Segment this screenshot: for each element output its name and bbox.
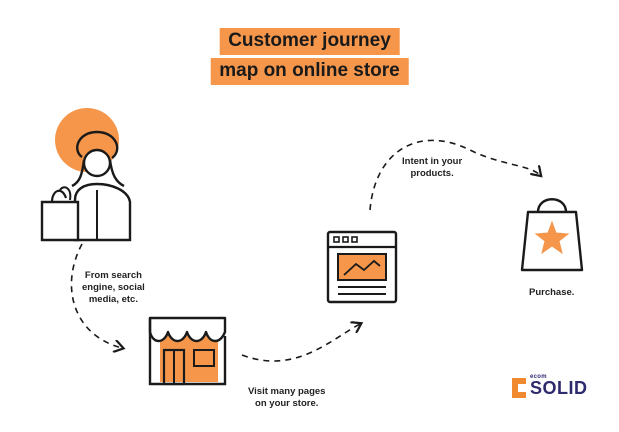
ecom-solid-logo: ecom SOLID [511, 374, 587, 400]
logo-main-text: SOLID [530, 378, 588, 398]
step-label-search: From search engine, social media, etc. [82, 270, 145, 305]
shopper-icon [40, 108, 132, 242]
step-label-purchase: Purchase. [529, 287, 575, 298]
logo-small-text: ecom [530, 374, 547, 380]
shopping-bag-star-icon [520, 198, 584, 272]
connector-2 [241, 324, 360, 362]
step-label-visit: Visit many pages on your store. [248, 386, 326, 409]
storefront-icon [148, 316, 227, 386]
title-line-2: map on online store [210, 58, 409, 85]
browser-window-icon [326, 230, 398, 304]
ecom-solid-logo-mark [512, 378, 527, 398]
step-label-intent: Intent in your products. [402, 156, 463, 179]
connector-1 [70, 243, 122, 348]
title-line-1: Customer journey [219, 28, 400, 55]
